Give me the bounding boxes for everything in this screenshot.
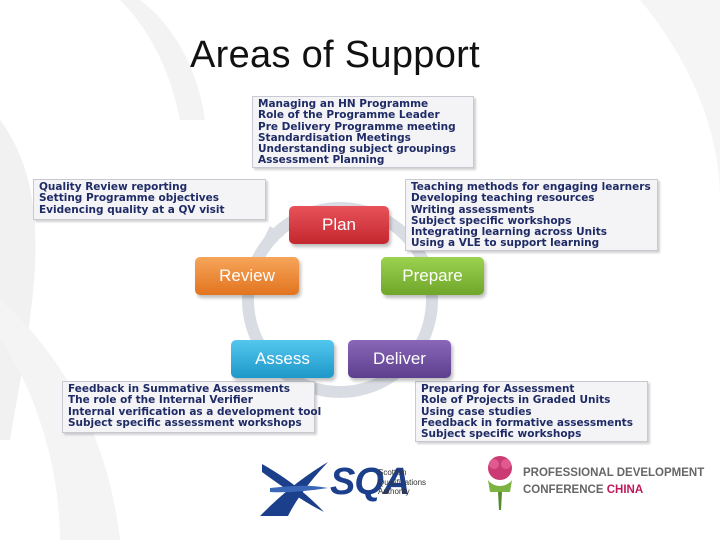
- list-item: Quality Review reporting: [39, 181, 188, 193]
- list-item: Role of Projects in Graded Units: [421, 394, 611, 407]
- list-item: Internal verification as a development t…: [68, 405, 322, 418]
- list-item: Pre Delivery Programme meeting: [258, 120, 456, 133]
- list-item: Subject specific assessment workshops: [68, 416, 302, 429]
- list-item: Subject specific workshops: [411, 214, 572, 227]
- list-item: Assessment Planning: [258, 154, 385, 167]
- sqa-saltire-icon: [260, 462, 328, 516]
- list-item: Managing an HN Programme: [258, 98, 429, 110]
- list-item: Feedback in formative assessments: [421, 416, 633, 429]
- list-item: Teaching methods for engaging learners: [411, 181, 651, 193]
- list-item: The role of the Internal Verifier: [68, 394, 253, 407]
- sqa-subtitle-line: Qualifications: [378, 477, 427, 487]
- cycle-arrowhead-icon: [262, 226, 284, 242]
- sqa-subtitle-line: Scottish: [378, 468, 407, 477]
- stage-plan: Plan: [289, 206, 389, 244]
- list-item: Setting Programme objectives: [39, 192, 220, 205]
- stage-review: Review: [195, 257, 299, 295]
- list-item: Using case studies: [421, 405, 532, 418]
- list-item: Integrating learning across Units: [411, 226, 607, 239]
- list-item: Feedback in Summative Assessments: [68, 383, 290, 395]
- stage-deliver: Deliver: [348, 340, 451, 378]
- assess-topics-box: Feedback in Summative Assessments The ro…: [62, 381, 322, 433]
- thistle-icon: [488, 456, 512, 510]
- sqa-wordmark: SQA: [330, 461, 410, 503]
- prepare-topics-box: Teaching methods for engaging learners D…: [405, 179, 658, 251]
- pdc-title-line: PROFESSIONAL DEVELOPMENT: [523, 467, 705, 479]
- pdc-china-text: CHINA: [606, 484, 644, 496]
- deliver-topics-box: Preparing for Assessment Role of Project…: [415, 381, 648, 442]
- list-item: Preparing for Assessment: [421, 383, 575, 395]
- list-item: Subject specific workshops: [421, 428, 582, 441]
- pdc-conference-text: CONFERENCE: [523, 484, 604, 496]
- list-item: Using a VLE to support learning: [411, 237, 600, 250]
- stage-prepare: Prepare: [381, 257, 484, 295]
- list-item: Developing teaching resources: [411, 192, 595, 205]
- review-topics-box: Quality Review reporting Setting Program…: [33, 179, 266, 220]
- list-item: Writing assessments: [411, 203, 535, 216]
- plan-topics-box: Managing an HN Programme Role of the Pro…: [252, 96, 474, 168]
- slide-title: Areas of Support: [190, 34, 480, 76]
- pdc-subtitle-line: CONFERENCE CHINA: [523, 484, 643, 496]
- list-item: Understanding subject groupings: [258, 143, 457, 156]
- sqa-subtitle: Scottish Qualifications Authority: [378, 468, 426, 497]
- list-item: Role of the Programme Leader: [258, 109, 440, 122]
- stage-assess: Assess: [231, 340, 334, 378]
- list-item: Evidencing quality at a QV visit: [39, 203, 225, 216]
- sqa-subtitle-line: Authority: [378, 487, 410, 496]
- list-item: Standardisation Meetings: [258, 131, 411, 144]
